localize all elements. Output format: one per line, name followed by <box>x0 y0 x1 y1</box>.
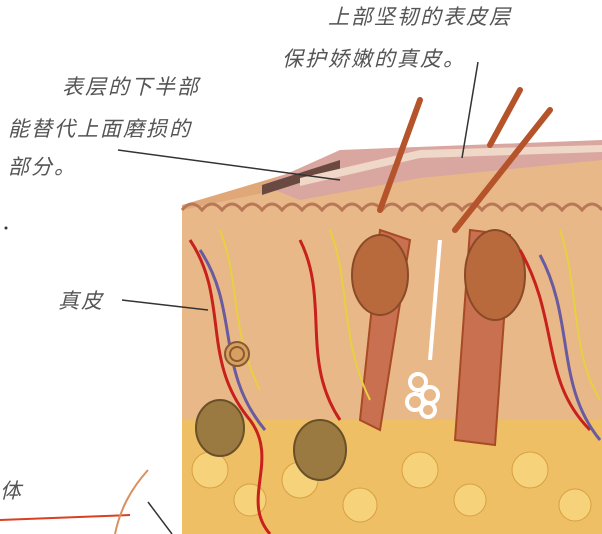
leader-line-epidermis-top <box>462 62 478 158</box>
leader-line-body <box>148 502 172 534</box>
label-lower-epidermis-line-3: 部分。 <box>8 152 77 182</box>
stray-dot <box>5 227 8 230</box>
label-dermis: 真皮 <box>58 286 104 316</box>
label-upper-epidermis-line-1: 上部坚韧的表皮层 <box>328 2 512 32</box>
stray-hair-mark <box>115 470 148 534</box>
label-body-fragment: 体 <box>0 476 23 506</box>
label-lower-epidermis-line-2: 能替代上面磨损的 <box>8 114 192 144</box>
stray-red-line <box>0 515 130 520</box>
pacinian-corpuscle <box>225 342 249 366</box>
label-upper-epidermis-line-2: 保护娇嫩的真皮。 <box>282 44 466 74</box>
label-lower-epidermis-line-1: 表层的下半部 <box>62 72 200 102</box>
